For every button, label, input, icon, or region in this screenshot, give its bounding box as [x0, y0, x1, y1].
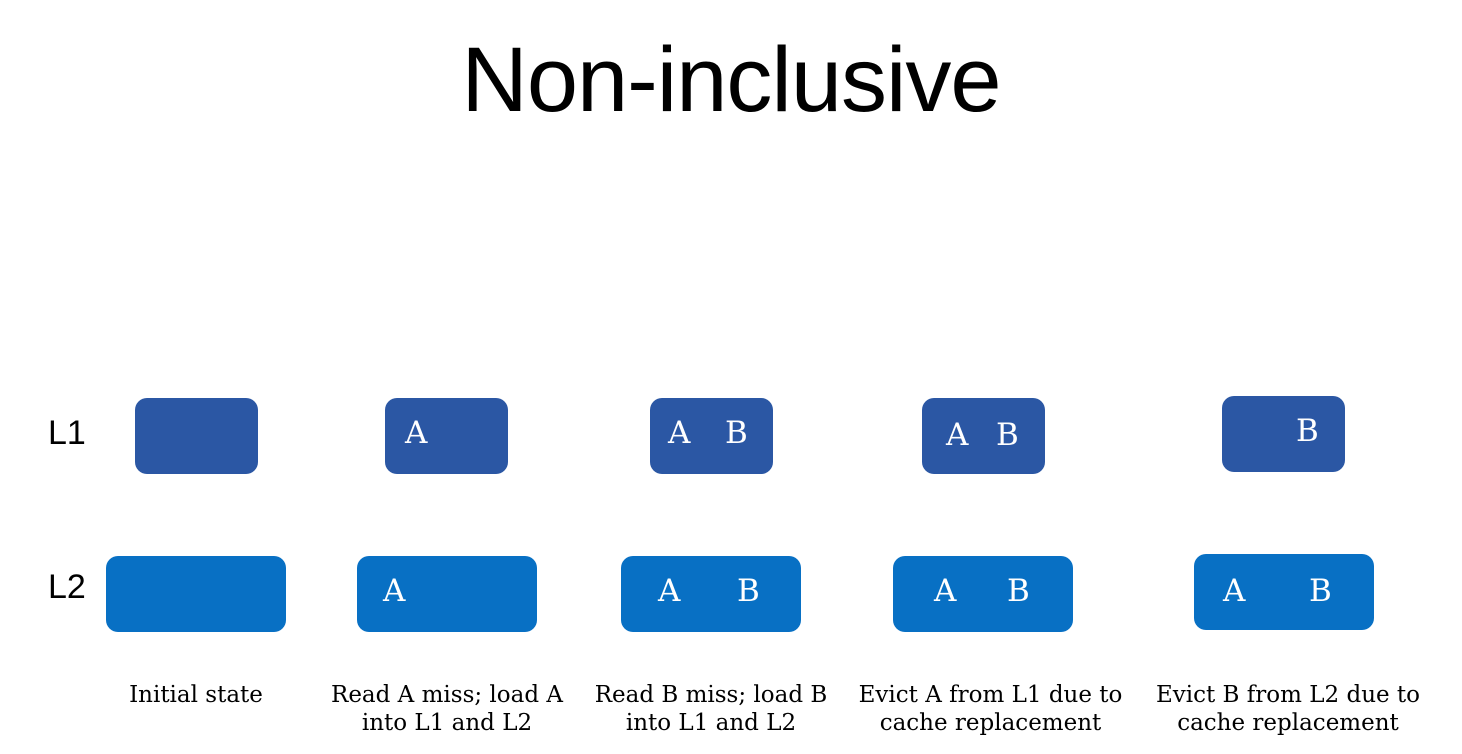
l2-label: L2	[48, 568, 86, 606]
step-4-caption: Evict A from L1 due to cache replacement	[843, 681, 1138, 737]
step-3-caption: Read B miss; load B into L1 and L2	[581, 681, 841, 737]
step-5-l1-cache: B	[1222, 396, 1345, 472]
step-5-caption-line1: Evict B from L2 due to	[1155, 682, 1421, 708]
step-2-l2-cache: A	[357, 556, 537, 632]
step-5-l2-cache: A B	[1194, 554, 1374, 630]
step-2-caption: Read A miss; load A into L1 and L2	[317, 681, 577, 737]
step-3-l2-cache: A B	[621, 556, 801, 632]
step-5-l2-block-b: B	[1309, 573, 1332, 609]
step-2-caption-line2: into L1 and L2	[361, 710, 533, 736]
step-1-caption-line1: Initial state	[129, 682, 263, 708]
step-2-l2-block-a: A	[383, 573, 406, 609]
l1-label: L1	[48, 414, 86, 452]
step-3-l2-block-b: B	[737, 573, 760, 609]
step-5-l1-block-b: B	[1296, 413, 1319, 449]
step-3-caption-line2: into L1 and L2	[625, 710, 797, 736]
step-3-l1-block-b: B	[725, 415, 748, 451]
page-title: Non-inclusive	[461, 29, 1001, 131]
step-3-l2-block-a: A	[658, 573, 681, 609]
step-1-caption: Initial state	[96, 681, 296, 709]
step-4-l1-block-a: A	[946, 417, 969, 453]
step-2-caption-line1: Read A miss; load A	[331, 682, 563, 708]
step-2-l1-block-a: A	[405, 415, 428, 451]
step-3-l1-cache: A B	[650, 398, 773, 474]
step-4-l2-block-a: A	[934, 573, 957, 609]
step-4-l2-block-b: B	[1007, 573, 1030, 609]
step-3-caption-line1: Read B miss; load B	[594, 682, 828, 708]
step-1-l1-cache	[135, 398, 258, 474]
step-1-l2-cache	[106, 556, 286, 632]
step-5-l2-block-a: A	[1223, 573, 1246, 609]
step-4-caption-line1: Evict A from L1 due to	[858, 682, 1123, 708]
step-4-l1-cache: A B	[922, 398, 1045, 474]
step-4-l2-cache: A B	[893, 556, 1073, 632]
step-3-l1-block-a: A	[668, 415, 691, 451]
step-5-caption-line2: cache replacement	[1177, 710, 1399, 736]
step-5-caption: Evict B from L2 due to cache replacement	[1138, 681, 1438, 737]
step-4-l1-block-b: B	[996, 417, 1019, 453]
step-2-l1-cache: A	[385, 398, 508, 474]
step-4-caption-line2: cache replacement	[879, 710, 1102, 736]
